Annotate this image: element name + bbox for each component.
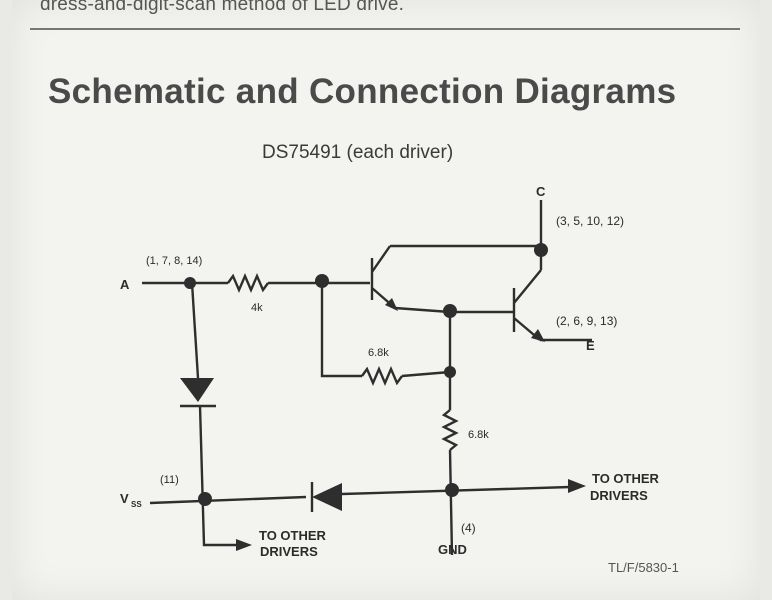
wire-left-vertical [190, 282, 200, 379]
label-to-other-drivers-right-1: TO OTHER [592, 471, 660, 486]
diode-bottom [312, 483, 342, 511]
label-node-e: E [586, 338, 595, 353]
arrow-to-other-drivers-bottom [236, 539, 252, 551]
datasheet-page: dress-and-digit-scan method of LED drive… [12, 0, 760, 600]
wire-vss [149, 495, 307, 505]
label-node-vss: V [120, 491, 129, 506]
junction-gnd [445, 483, 459, 497]
label-to-other-drivers-bottom-2: DRIVERS [260, 544, 318, 559]
junction-mid-lower [444, 366, 456, 378]
label-resistor-mid: 6.8k [468, 429, 489, 441]
wire-to-mid-node [401, 370, 451, 378]
arrow-to-other-drivers-right [568, 479, 586, 493]
label-pins-e: (2, 6, 9, 13) [556, 314, 617, 328]
label-resistor-base: 6.8k [368, 347, 389, 359]
wire-base-node-down [320, 283, 362, 378]
label-node-c: C [536, 184, 546, 199]
resistor-6-8k-vertical [441, 409, 459, 451]
label-to-other-drivers-bottom-1: TO OTHER [259, 528, 327, 543]
label-node-gnd: GND [438, 542, 467, 557]
junction-vss [198, 492, 212, 506]
resistor-6-8k-horizontal [361, 365, 403, 387]
diagram-subtitle: DS75491 (each driver) [262, 142, 454, 163]
label-node-vss-subscript: SS [131, 500, 142, 509]
header-fragment: dress-and-digit-scan method of LED drive… [40, 0, 405, 15]
top-divider [30, 28, 740, 30]
q1-emitter-arrow [385, 298, 398, 311]
junction-collector [534, 243, 548, 257]
label-resistor-4k: 4k [251, 302, 263, 314]
label-node-a: A [120, 277, 130, 292]
label-pins-gnd: (4) [461, 521, 476, 535]
wire-left-vertical-lower [198, 405, 238, 547]
section-title: Schematic and Connection Diagrams [48, 72, 677, 111]
junction-base [315, 274, 329, 288]
label-to-other-drivers-right-2: DRIVERS [590, 488, 648, 503]
q2-emitter-arrow [531, 329, 545, 342]
label-pins-a: (1, 7, 8, 14) [146, 255, 202, 267]
junction-mid [443, 304, 457, 318]
label-pins-vss: (11) [160, 474, 179, 486]
label-pins-c: (3, 5, 10, 12) [556, 214, 624, 228]
wire-mid-vertical-bottom [448, 449, 454, 556]
resistor-4k [227, 272, 269, 294]
diode-left [180, 378, 214, 402]
junction-a [184, 277, 196, 289]
document-id: TL/F/5830-1 [608, 560, 679, 575]
transistor-q2 [512, 269, 542, 341]
